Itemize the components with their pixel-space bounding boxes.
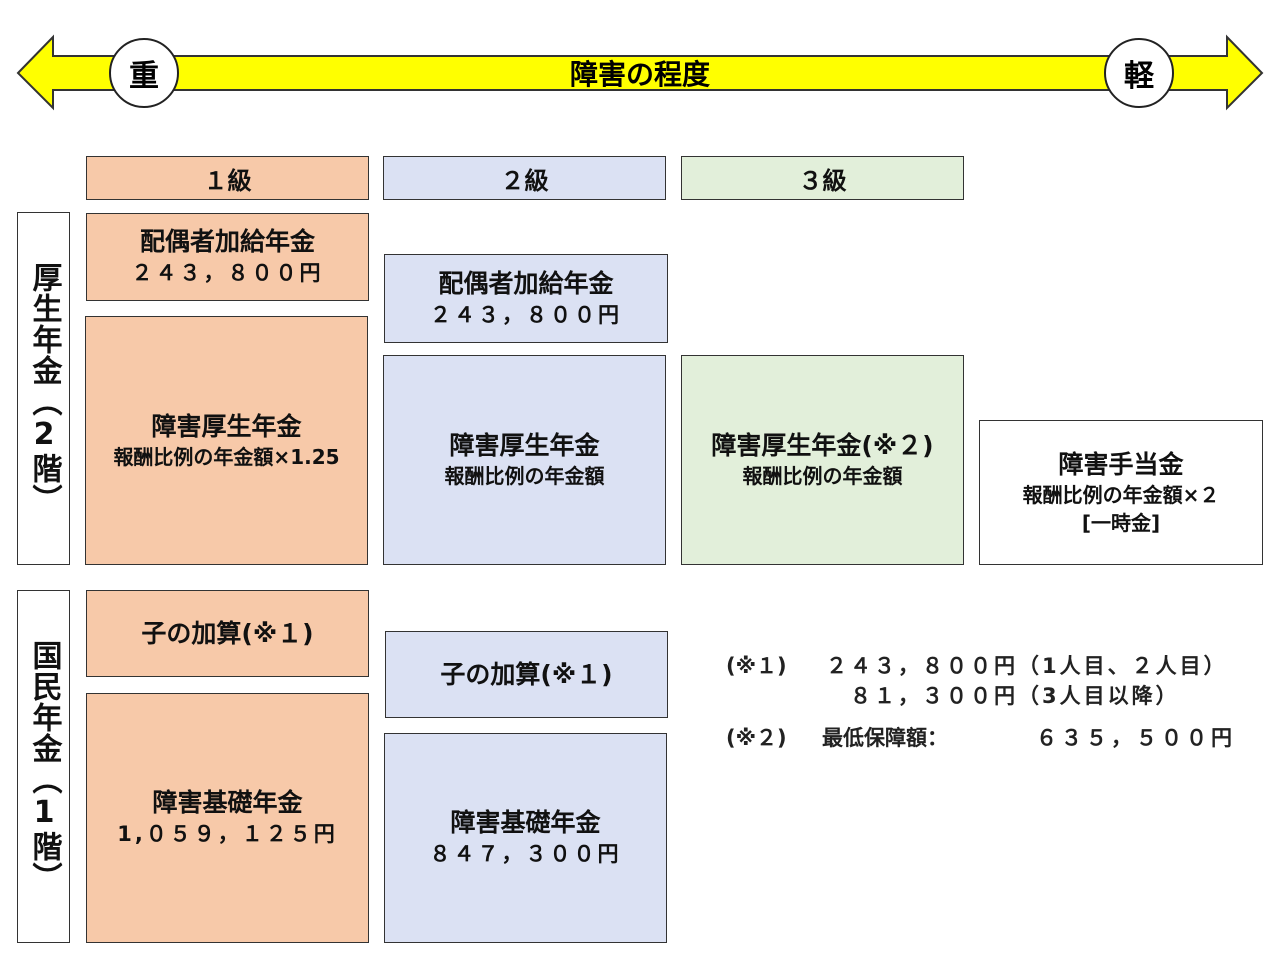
- grade1-child-box: 子の加算(※１): [86, 590, 369, 677]
- mild-label: 軽: [1104, 38, 1174, 108]
- box-sub: 報酬比例の年金額×1.25: [113, 444, 340, 469]
- box-title: 障害厚生年金: [449, 431, 600, 460]
- severe-label: 重: [109, 38, 179, 108]
- grade-3-header: ３級: [681, 156, 964, 200]
- side-label-kosei: 厚生年金（2階）: [17, 212, 70, 565]
- box-sub: 報酬比例の年金額×２: [1022, 482, 1220, 507]
- box-sub: 報酬比例の年金額: [742, 464, 903, 488]
- box-amount: ２４３，８００円: [131, 261, 324, 285]
- side-label-kokumin: 国民年金（1階）: [17, 590, 70, 943]
- box-title: 障害手当金: [1058, 449, 1184, 479]
- grade-1-header: １級: [86, 156, 369, 200]
- side-upper-text: 厚生年金（2階）: [26, 262, 62, 515]
- grade2-kosei-box: 障害厚生年金 報酬比例の年金額: [383, 355, 666, 565]
- grade1-kiso-box: 障害基礎年金 1,０５９，１２５円: [86, 693, 369, 943]
- box-amount: 1,０５９，１２５円: [117, 822, 338, 846]
- note-1-line2: ８１，３００円（3人目以降）: [850, 684, 1180, 708]
- box-title: 障害基礎年金: [450, 808, 601, 837]
- box-amount: ２４３，８００円: [430, 302, 622, 327]
- severity-arrow: [16, 34, 1264, 111]
- box-title: 障害厚生年金(※２): [711, 431, 934, 460]
- note-2-amount: ６３５，５００円: [1036, 726, 1236, 750]
- grade1-kosei-box: 障害厚生年金 報酬比例の年金額×1.25: [85, 316, 368, 565]
- note-1-line1: ２４３，８００円（1人目、２人目）: [826, 654, 1228, 678]
- grade2-child-box: 子の加算(※１): [385, 631, 668, 718]
- grade3-kosei-box: 障害厚生年金(※２) 報酬比例の年金額: [681, 355, 964, 565]
- box-title: 配偶者加給年金: [139, 227, 315, 256]
- teate-box: 障害手当金 報酬比例の年金額×２ [一時金]: [979, 420, 1263, 565]
- arrow-title: 障害の程度: [569, 58, 710, 91]
- side-lower-text: 国民年金（1階）: [26, 640, 62, 893]
- box-title: 障害厚生年金: [151, 411, 302, 441]
- box-sub: 報酬比例の年金額: [444, 464, 605, 488]
- grade2-spouse-box: 配偶者加給年金 ２４３，８００円: [384, 254, 668, 343]
- box-title: 障害基礎年金: [152, 788, 303, 817]
- grade2-kiso-box: 障害基礎年金 ８４７，３００円: [384, 733, 667, 943]
- box-note: [一時金]: [1081, 510, 1161, 535]
- box-title: 子の加算(※１): [440, 659, 613, 689]
- box-amount: ８４７，３００円: [429, 842, 622, 866]
- note-1-label: (※１): [726, 654, 787, 678]
- grade-2-header: ２級: [383, 156, 666, 200]
- note-2-label: (※２): [726, 726, 787, 750]
- grade1-spouse-box: 配偶者加給年金 ２４３，８００円: [86, 213, 369, 301]
- note-2-text: 最低保障額：: [822, 726, 948, 750]
- box-title: 子の加算(※１): [141, 618, 314, 648]
- box-title: 配偶者加給年金: [438, 268, 614, 298]
